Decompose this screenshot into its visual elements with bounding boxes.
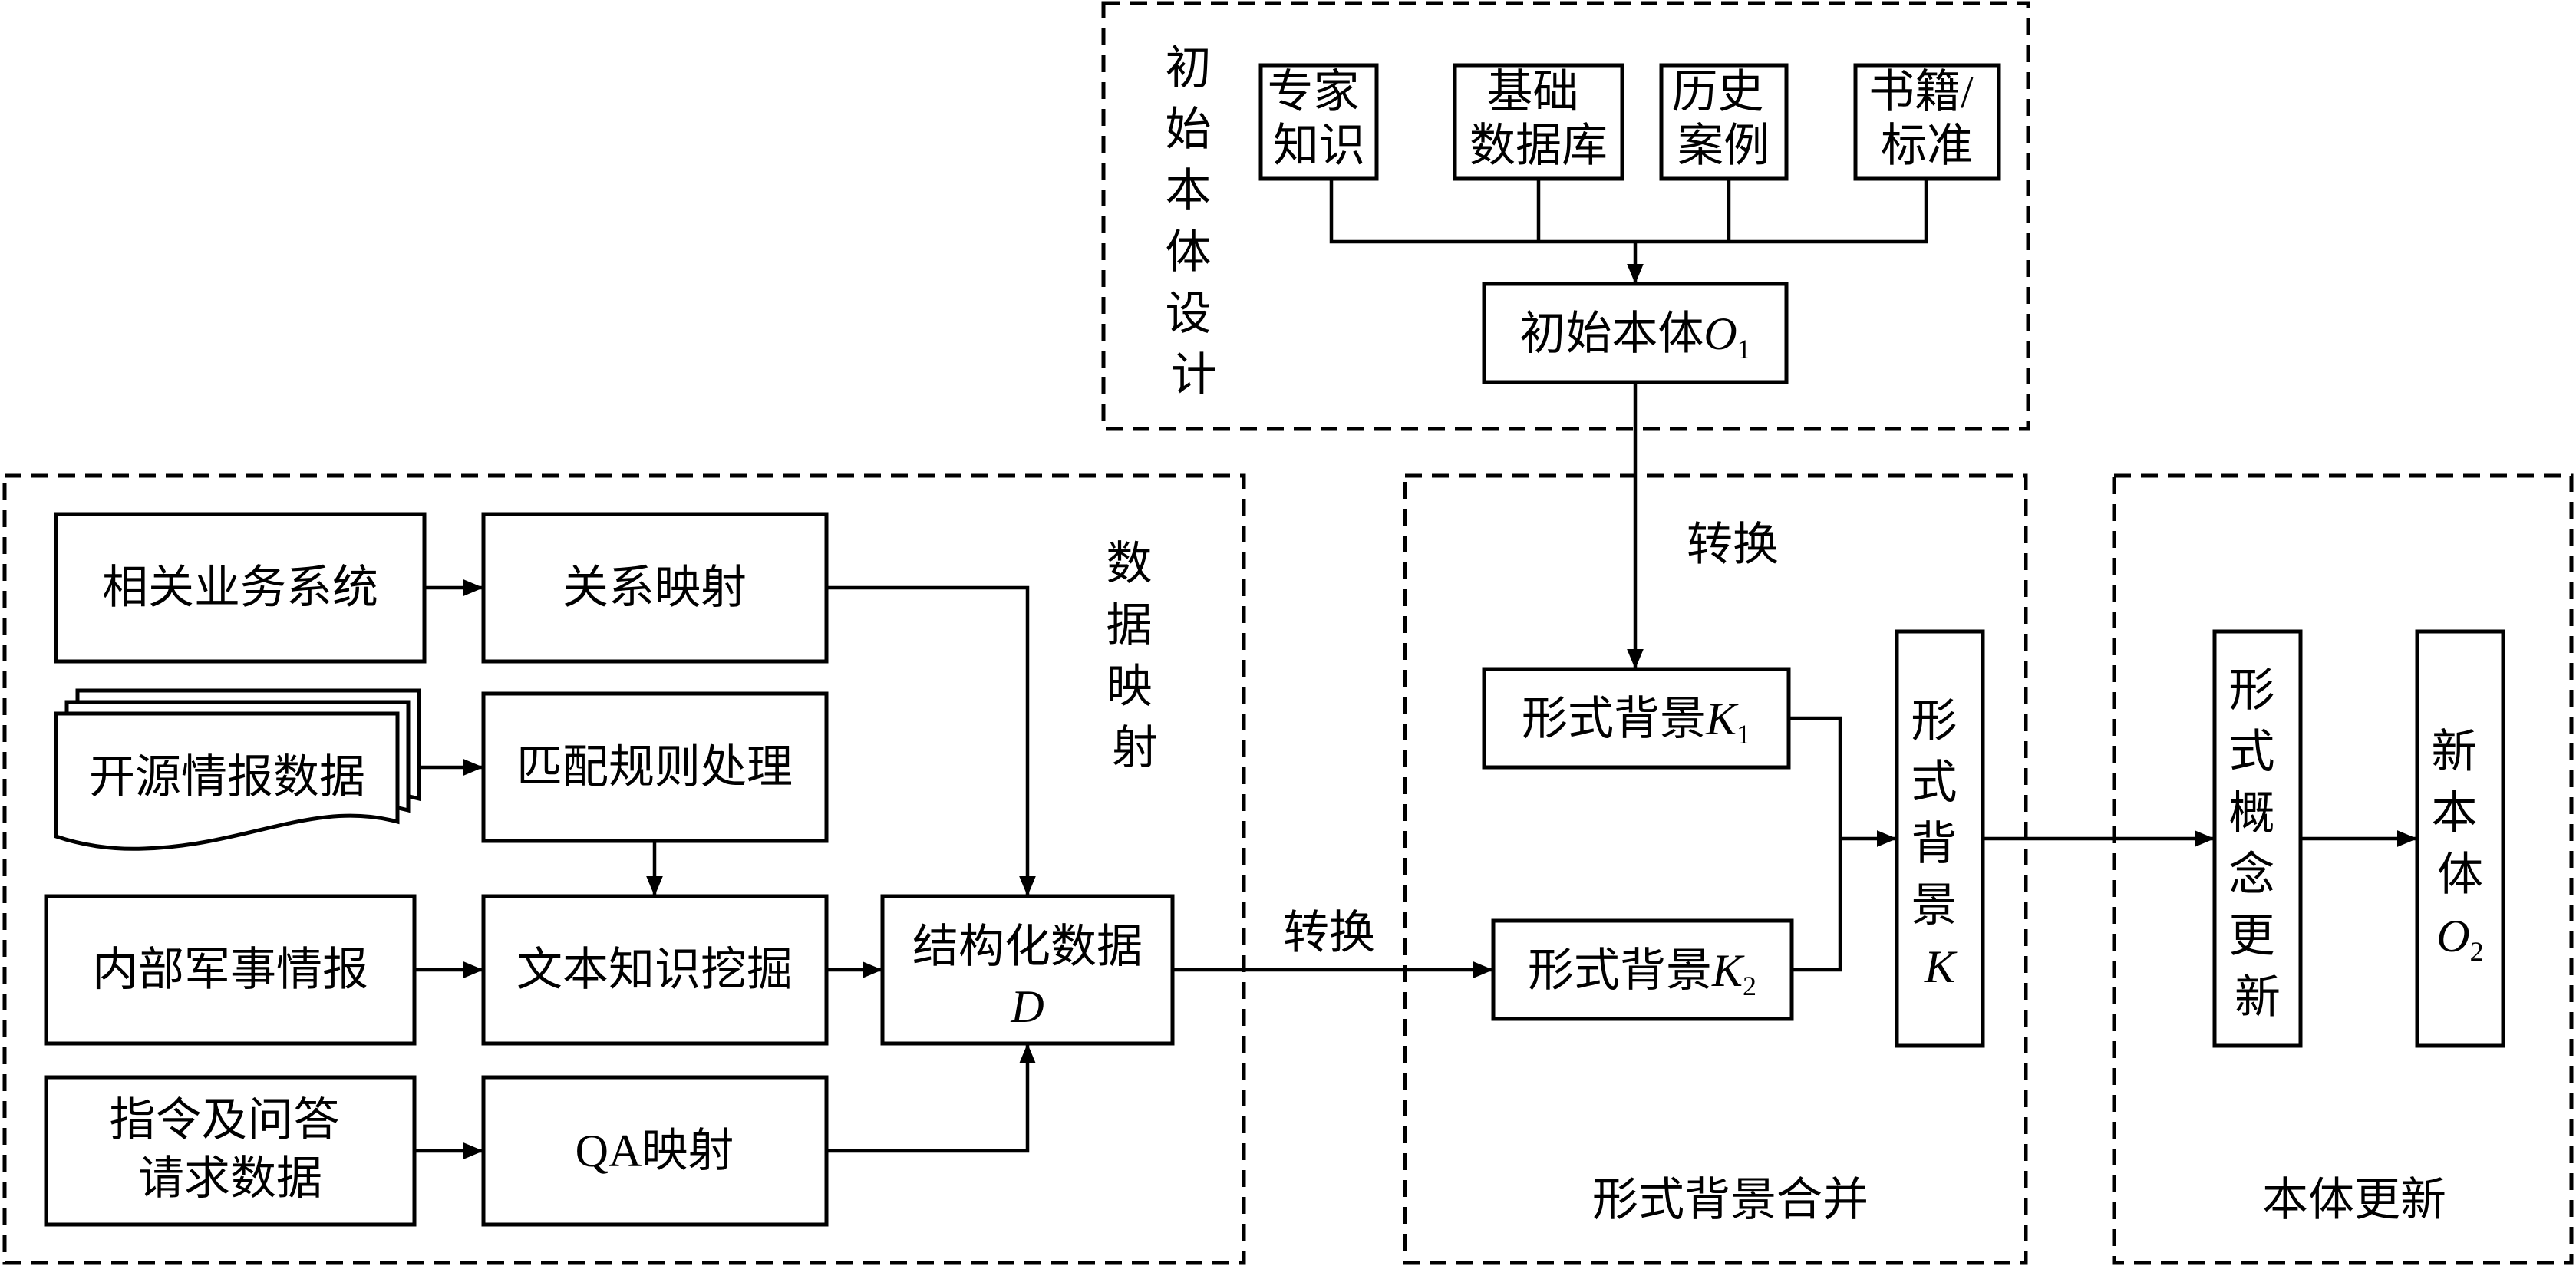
process-rule-matching-text: 匹配规则处理 <box>516 742 793 793</box>
process-relation-mapping <box>481 512 829 664</box>
initial-ontology-text: 初始本体O1 <box>1519 308 1750 364</box>
new-ontology-text: 新 本 体 <box>2432 727 2489 900</box>
source-database-text: 基础 数据库 <box>1469 67 1608 171</box>
update-group <box>2112 473 2574 1265</box>
source-box-expert <box>1258 63 1379 181</box>
source-box-cases <box>1659 63 1789 181</box>
formal-context-k2-text: 形式背景K2 <box>1528 945 1756 1001</box>
concept-update-text: 形 式 概 念 更 新 <box>2229 665 2287 1023</box>
structured-data-text: 结构化数据 <box>912 921 1143 972</box>
source-cases-text: 历史 案例 <box>1672 67 1776 171</box>
input-command-qa-text: 指令及问答 请求数据 <box>110 1095 351 1204</box>
data-mapping-label: 数 据 映 射 <box>1107 539 1164 773</box>
input-internal-intel-text: 内部军事情报 <box>92 945 368 995</box>
update-label: 本体更新 <box>2262 1175 2446 1225</box>
merged-context-text: 形 式 背 景 K <box>1911 696 1969 992</box>
input-internal-intel <box>44 894 417 1046</box>
initial-design-label: 初 始 本 体 设 计 <box>1166 43 1223 401</box>
source-bus-line <box>1329 179 1928 244</box>
initial-design-group <box>1101 1 2030 431</box>
structured-data-var: D <box>1010 981 1044 1032</box>
formal-context-k2-box <box>1491 918 1794 1021</box>
arrow-relation-to-structured <box>826 585 1036 896</box>
formal-context-k1-box <box>1482 667 1791 770</box>
new-ontology-var: O2 <box>2436 911 2483 967</box>
initial-ontology-box <box>1482 282 1789 384</box>
process-text-mining-text: 文本知识挖掘 <box>516 945 793 995</box>
merge-label: 形式背景合并 <box>1592 1175 1869 1225</box>
data-mapping-group <box>2 473 1246 1265</box>
input-open-source-docs <box>54 688 421 851</box>
input-business-systems <box>54 512 427 664</box>
formal-context-k1-text: 形式背景K1 <box>1522 694 1750 750</box>
merge-bracket-line <box>1789 716 1842 972</box>
transform-label-lower: 转换 <box>1283 908 1375 958</box>
input-command-qa <box>44 1075 417 1227</box>
process-qa-mapping-text: QA映射 <box>576 1126 734 1176</box>
new-ontology-box <box>2415 629 2505 1048</box>
transform-label-upper: 转换 <box>1687 519 1779 570</box>
input-open-source-text: 开源情报数据 <box>89 752 365 803</box>
merge-group <box>1403 473 2028 1265</box>
process-text-mining <box>481 894 829 1046</box>
source-box-books <box>1853 63 2001 181</box>
process-relation-mapping-text: 关系映射 <box>562 562 747 613</box>
source-books-text: 书籍/ 标准 <box>1869 67 1985 171</box>
input-business-systems-text: 相关业务系统 <box>102 562 378 613</box>
merged-context-box <box>1895 629 1985 1048</box>
source-expert-text: 专家 知识 <box>1268 67 1371 171</box>
source-box-database <box>1453 63 1624 181</box>
arrow-qa-to-structured <box>826 1043 1036 1153</box>
